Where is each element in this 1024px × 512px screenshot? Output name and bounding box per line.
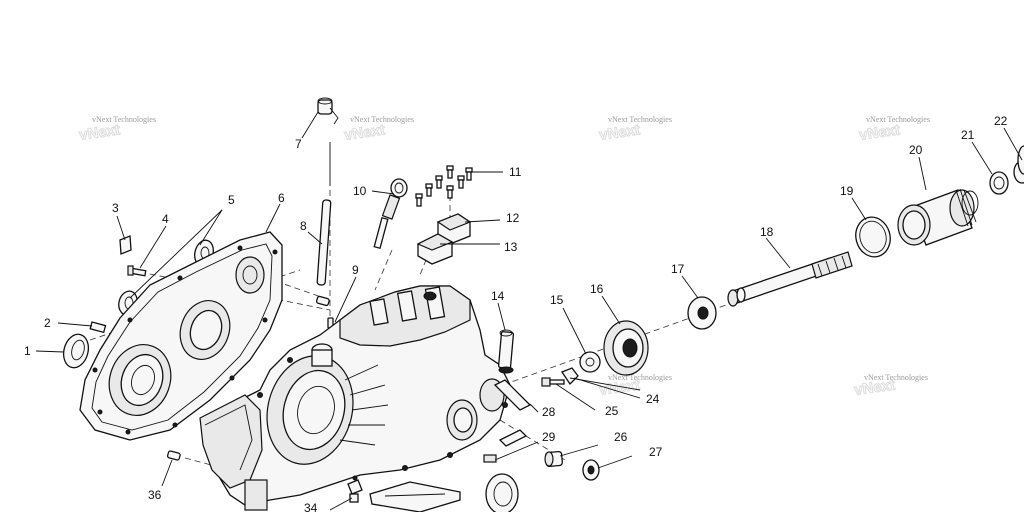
callout-10: 10 (353, 184, 367, 198)
part-28-clip (493, 379, 532, 447)
part-20-drum (897, 188, 979, 246)
callout-1: 1 (24, 344, 31, 358)
watermark-3: vNext vNext Technologies (598, 115, 672, 144)
part-17-washer (687, 296, 717, 330)
svg-text:vNext: vNext (598, 376, 641, 399)
watermark-1: vNext vNext Technologies (78, 115, 156, 144)
callout-11: 11 (509, 165, 522, 179)
callout-28: 28 (542, 405, 556, 419)
svg-text:vNext Technologies: vNext Technologies (608, 373, 672, 382)
callout-12: 12 (506, 211, 520, 225)
edge-part (1017, 145, 1024, 175)
part-36-pin (166, 450, 181, 461)
svg-text:vNext: vNext (858, 121, 901, 144)
callout-16: 16 (590, 282, 604, 296)
part-27-washer (582, 459, 600, 481)
lower-cover-plate (369, 481, 461, 512)
part-1-seal (62, 333, 90, 369)
callout-17: 17 (671, 262, 685, 276)
svg-text:vNext: vNext (78, 121, 121, 144)
part-29-pin (483, 454, 497, 463)
callout-21: 21 (961, 128, 975, 142)
watermark-5: vNext vNext Technologies (598, 373, 672, 399)
callout-26: 26 (614, 430, 628, 444)
part-15-washer (579, 351, 601, 373)
watermark-6: vNext vNext Technologies (853, 373, 928, 399)
callout-7: 7 (295, 137, 302, 151)
part-9-dowel-pin (315, 295, 334, 329)
callout-6: 6 (278, 191, 285, 205)
transmission-housing (199, 285, 511, 511)
leader-lines (35, 111, 1023, 511)
callout-36: 36 (148, 488, 162, 502)
part-6-cover-plate (79, 231, 283, 441)
part-16-seal (603, 320, 649, 376)
callout-14: 14 (491, 289, 505, 303)
callout-34: 34 (304, 501, 318, 512)
callout-9: 9 (352, 263, 359, 277)
svg-text:vNext: vNext (343, 121, 386, 144)
part-4-bolt (127, 265, 147, 277)
svg-text:vNext: vNext (853, 376, 896, 399)
watermark-2: vNext vNext Technologies (343, 115, 414, 144)
part-19-o-ring (855, 216, 891, 258)
part-11-screws (415, 165, 503, 207)
part-34-drain-plug (347, 475, 363, 503)
part-14-sleeve (497, 329, 515, 374)
watermark-4: vNext vNext Technologies (858, 115, 930, 144)
part-8-breather-hose (316, 142, 332, 286)
callout-29: 29 (542, 430, 556, 444)
part-25-bolt (541, 377, 565, 387)
svg-text:vNext Technologies: vNext Technologies (608, 115, 672, 124)
lower-seal (485, 473, 519, 512)
callout-25: 25 (605, 404, 619, 418)
callout-19: 19 (840, 184, 854, 198)
callout-2: 2 (44, 316, 51, 330)
callout-4: 4 (162, 212, 169, 226)
callout-3: 3 (112, 201, 119, 215)
svg-text:vNext Technologies: vNext Technologies (866, 115, 930, 124)
callout-22: 22 (994, 114, 1008, 128)
callout-20: 20 (909, 143, 923, 157)
part-18-shaft (727, 251, 853, 307)
callout-5: 5 (228, 193, 235, 207)
callout-8: 8 (300, 219, 307, 233)
callout-24: 24 (646, 392, 660, 406)
part-2-bolt (57, 321, 107, 334)
svg-text:vNext Technologies: vNext Technologies (864, 373, 928, 382)
callout-15: 15 (550, 293, 564, 307)
callout-18: 18 (760, 225, 774, 239)
svg-text:vNext Technologies: vNext Technologies (92, 115, 156, 124)
callout-27: 27 (649, 445, 663, 459)
svg-text:vNext Technologies: vNext Technologies (350, 115, 414, 124)
svg-text:vNext: vNext (598, 121, 641, 144)
part-21-ring (989, 171, 1009, 195)
part-13-module (416, 233, 500, 265)
part-3-label (119, 235, 132, 255)
part-26-bushing (544, 450, 563, 468)
part-7-breather-fitting (317, 97, 339, 125)
part-10-sensor (373, 178, 408, 250)
callout-13: 13 (504, 240, 518, 254)
callouts: 1 2 3 4 5 6 7 8 9 10 11 12 13 14 15 16 1… (24, 114, 1008, 512)
